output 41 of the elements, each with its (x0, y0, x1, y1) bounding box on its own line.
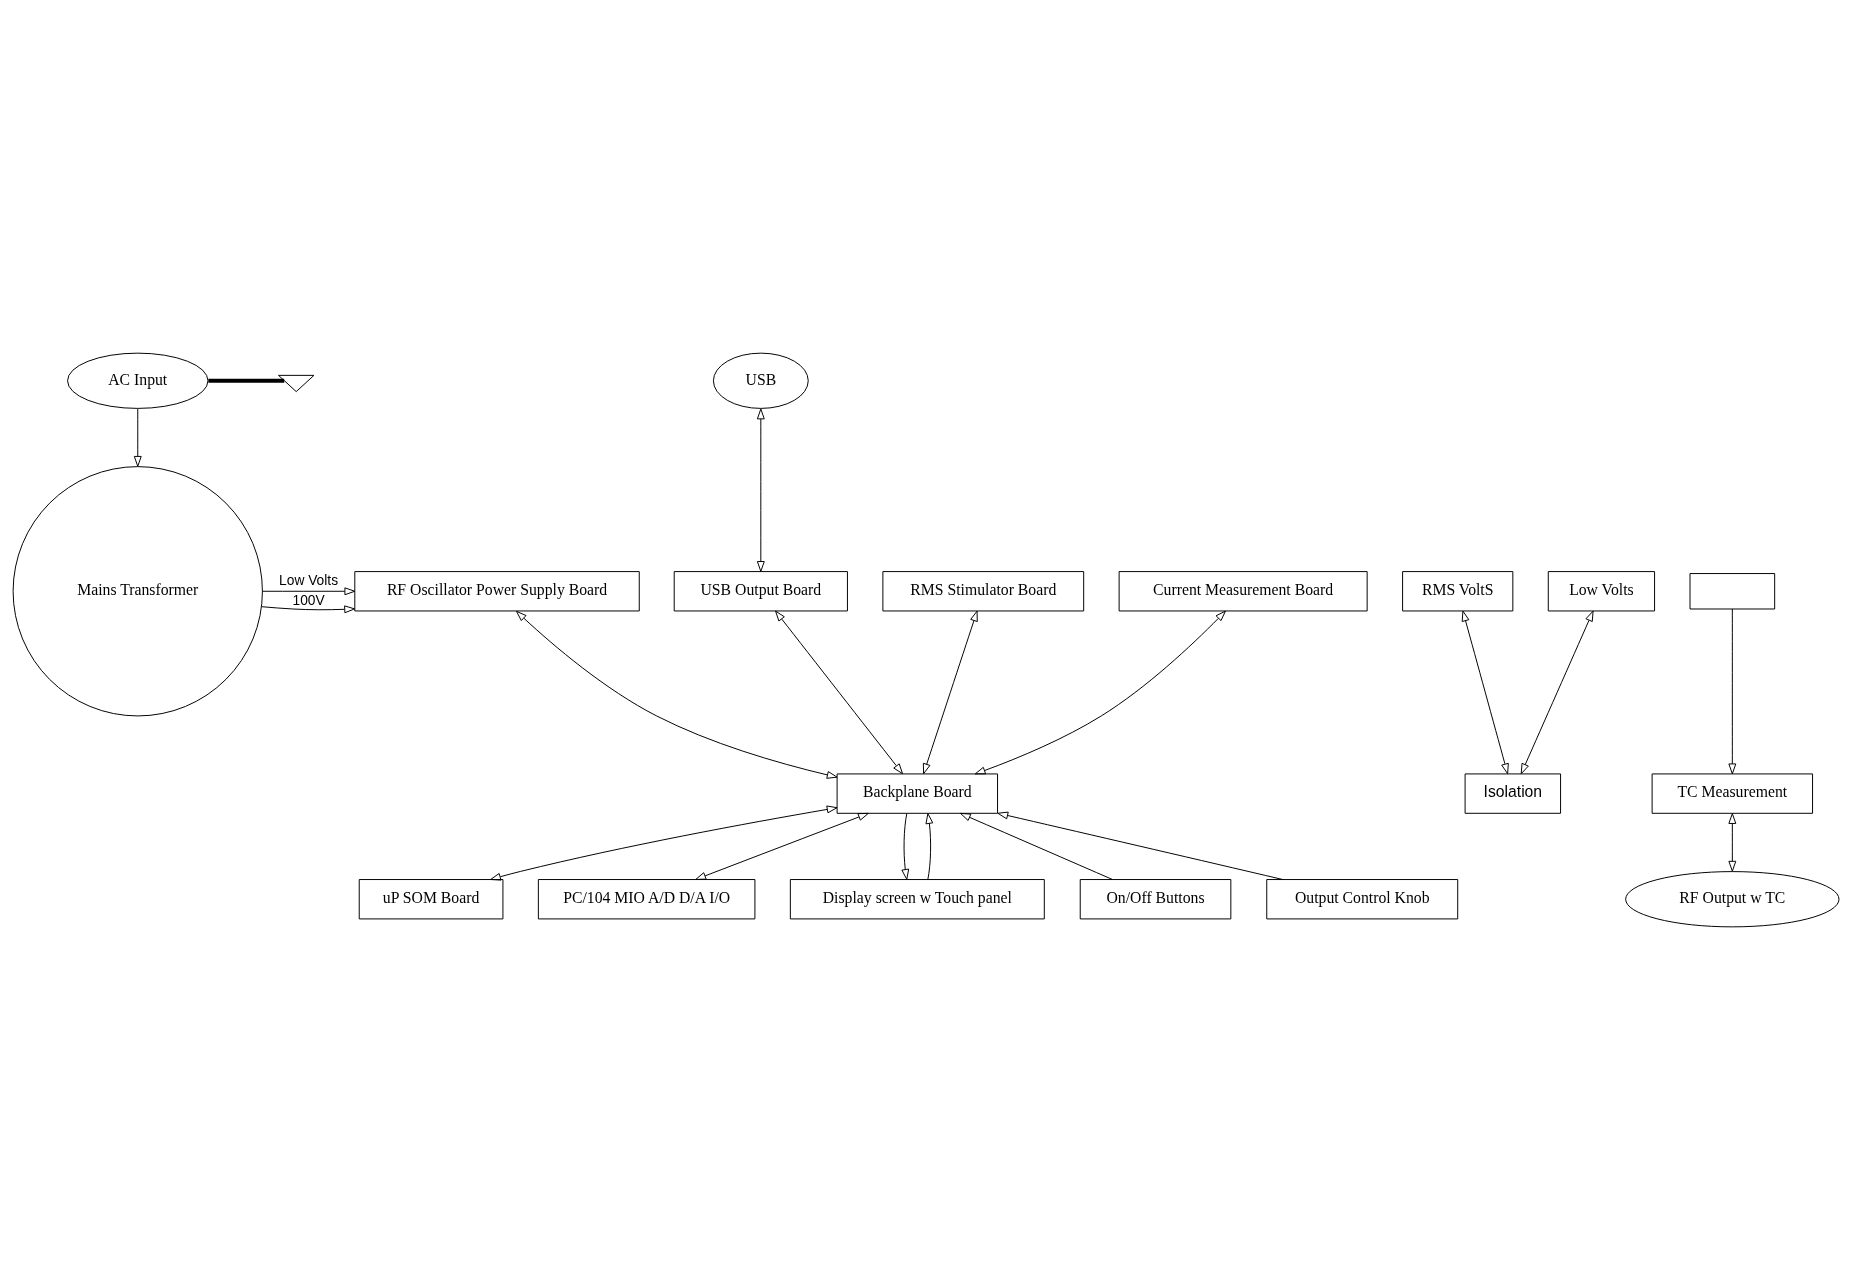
arrow (490, 805, 838, 881)
arrow (1728, 812, 1737, 872)
arrow (261, 604, 356, 613)
arrow (1520, 610, 1594, 774)
edge-label: Low Volts (279, 572, 339, 588)
arrow (960, 812, 1113, 880)
node-box: RF Oscillator Power Supply Board (354, 570, 640, 611)
arrow (133, 408, 142, 467)
node-box: Isolation (1464, 772, 1562, 814)
node-box: TC Measurement (1651, 772, 1814, 814)
node-box (1689, 572, 1776, 609)
arrow (974, 610, 1226, 774)
node-box: Output Control Knob (1266, 878, 1459, 919)
node-box: PC/104 MIO A/D D/A I/O (537, 878, 756, 919)
node-ellipse: RF Output w TC (1625, 870, 1840, 927)
node-ellipse: AC Input (67, 352, 209, 409)
arrow (516, 610, 838, 779)
node-box: USB Output Board (673, 570, 848, 611)
arrow (1461, 610, 1509, 774)
arrow (775, 610, 903, 774)
node-box: RMS Stimulator Board (882, 570, 1085, 611)
arrow (901, 812, 910, 880)
arrow (1728, 608, 1737, 774)
node-ellipse: USB (712, 352, 809, 409)
node-circle: Mains Transformer (12, 465, 263, 716)
arrow (922, 610, 978, 774)
node-box: Display screen w Touch panel (789, 878, 1045, 919)
arrow (261, 586, 356, 595)
node-box: RMS VoltS (1402, 570, 1514, 611)
node-box: Low Volts (1547, 570, 1656, 611)
arrow (695, 812, 869, 880)
node-box: uP SOM Board (358, 878, 504, 919)
edge-label: 100V (292, 592, 325, 608)
node-box: Backplane Board (836, 772, 999, 814)
connector (208, 378, 285, 383)
node-box: On/Off Buttons (1079, 878, 1232, 919)
arrow (925, 812, 934, 880)
node-box: Current Measurement Board (1118, 570, 1368, 611)
arrow (756, 408, 765, 572)
arrow (997, 811, 1284, 880)
node-ground (278, 374, 315, 392)
